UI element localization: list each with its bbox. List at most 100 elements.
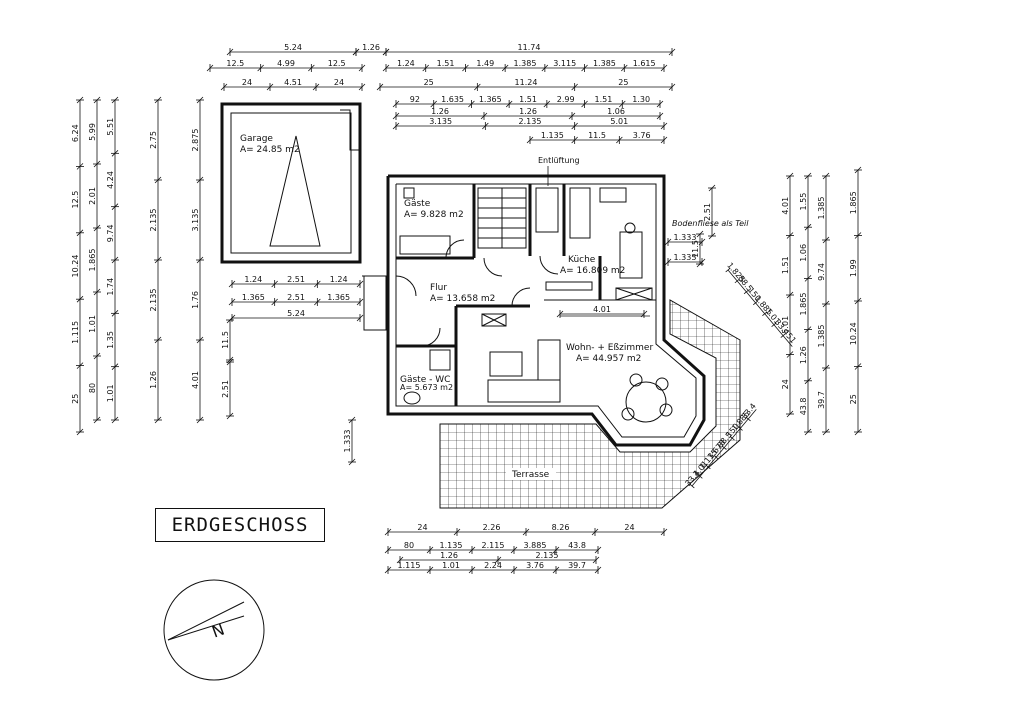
dim-right-label: 1.865 (849, 191, 858, 214)
dim-top-label: 1.635 (441, 95, 464, 104)
living-furniture (487, 315, 673, 423)
dim-right-label: 1.99 (849, 259, 858, 277)
dim-left-label: 2.875 (191, 129, 200, 152)
dim-tick (721, 445, 727, 450)
vent-label: Entlüftung (538, 156, 580, 165)
dim-top-label: 3.76 (633, 131, 651, 140)
dim-bottom-label: 8.26 (552, 523, 570, 532)
dim-right-label: 10.24 (849, 322, 858, 345)
dim-kitchen-label: 1.333 (674, 233, 697, 242)
dim-tick (743, 289, 749, 295)
dim-line (727, 269, 793, 347)
dim-bottom-label: 2.115 (482, 541, 505, 550)
dim-top-label: 12.5 (328, 59, 346, 68)
dim-right-label: 24 (781, 379, 790, 389)
dim-left-label: 6.24 (71, 124, 80, 142)
drawing-title: ERDGESCHOSS (155, 508, 325, 542)
dim-top-label: 5.24 (284, 43, 302, 52)
dim-tick (752, 300, 759, 306)
dim-top-label: 11.74 (518, 43, 541, 52)
dim-tick (780, 333, 786, 338)
dim-right-label: 1.55 (799, 193, 808, 211)
dim-right-label: 1.26 (799, 346, 808, 364)
dim-left-label: 5.99 (88, 123, 97, 141)
dim-bottom-label: 2.26 (483, 523, 501, 532)
dim-tick (725, 267, 731, 273)
dim-top-label: 1.385 (514, 59, 537, 68)
dim-right-label: 1.385 (817, 197, 826, 220)
dim-left-label: 2.01 (88, 187, 97, 205)
room-area: A= 16.809 m2 (560, 266, 625, 276)
handwritten-note: Bodenfliese als Teil (672, 219, 749, 228)
dim-top-label: 1.365 (479, 95, 502, 104)
dim-garage-label: 2.51 (287, 293, 305, 302)
room-name: Garage (240, 134, 273, 144)
dim-bottom-label: 43.8 (568, 541, 586, 550)
dim-bottom-label: 1.135 (440, 541, 463, 550)
house-outline (362, 174, 706, 447)
dim-right-label: 1.865 (799, 293, 808, 316)
dim-right-label: 39.7 (817, 391, 826, 409)
dim-right-label: 4.01 (781, 197, 790, 215)
dim-top-label: 1.26 (519, 107, 537, 116)
dim-kitchen-label: 4.01 (593, 305, 611, 314)
dim-top-label: 11.24 (515, 78, 538, 87)
kitchen-fittings (535, 187, 653, 301)
dim-garage-label: 2.51 (287, 275, 305, 284)
room-area: A= 5.673 m2 (400, 383, 453, 392)
dim-top-label: 1.135 (541, 131, 564, 140)
room-name: Gäste - WC (400, 375, 450, 385)
dim-top-label: 3.115 (553, 59, 576, 68)
dim-right-label: 5.01 (781, 316, 790, 334)
dim-top-label: 1.49 (476, 59, 494, 68)
dim-bottom-label: 1.26 (440, 551, 458, 560)
dim-right-label: 9.74 (817, 263, 826, 281)
dim-left-label: 10.24 (71, 255, 80, 278)
terrace-tiles (439, 299, 741, 509)
dim-left-label: 1.865 (88, 249, 97, 272)
terrace-label-bg (506, 468, 556, 480)
dim-diagonal-label: 33.4 (740, 402, 758, 421)
dim-tick (745, 416, 751, 422)
room-name: Küche (568, 255, 596, 265)
dim-top-label: 24 (242, 78, 252, 87)
dim-left-label: 1.01 (88, 315, 97, 333)
dim-top-label: 1.385 (593, 59, 616, 68)
dim-right-label: 1.51 (781, 256, 790, 274)
dim-bottom-label: 3.76 (526, 561, 544, 570)
dim-bottom-label: 1.01 (442, 561, 460, 570)
dim-bottom-label: 1.115 (398, 561, 421, 570)
dim-left-label: 1.35 (106, 331, 115, 349)
dim-top-label: 2.99 (557, 95, 575, 104)
dim-top-label: 1.26 (431, 107, 449, 116)
dim-left-label: 1.74 (106, 278, 115, 296)
dim-left-label: 5.51 (106, 118, 115, 136)
dim-top-label: 4.99 (277, 59, 295, 68)
dim-left-label: 4.01 (191, 371, 200, 389)
door-swings (395, 239, 559, 347)
room-area: A= 44.957 m2 (576, 354, 641, 364)
dim-left-label: 2.75 (149, 131, 158, 149)
dim-top-label: 3.135 (429, 117, 452, 126)
dim-left-label: 2.135 (149, 209, 158, 232)
dim-kitchen-label: 11.5 (691, 240, 700, 258)
room-area: A= 24.85 m2 (240, 145, 300, 155)
dim-bottom-label: 24 (624, 523, 634, 532)
dim-tick (737, 426, 743, 431)
dim-left-label: 3.135 (191, 209, 200, 232)
dim-top-label: 24 (334, 78, 344, 87)
dim-top-label: 12.5 (226, 59, 244, 68)
dim-kitchen-label: 2.51 (703, 203, 712, 221)
dim-top-label: 5.01 (610, 117, 628, 126)
dim-top-label: 1.51 (437, 59, 455, 68)
dim-left-label: 12.5 (71, 191, 80, 209)
dim-top-label: 1.615 (633, 59, 656, 68)
dim-left-label: 2.135 (149, 289, 158, 312)
dim-top-label: 4.51 (284, 78, 302, 87)
dim-garage-label: 11.5 (221, 331, 230, 349)
dim-tick (762, 311, 768, 317)
dim-top-label: 1.51 (519, 95, 537, 104)
north-label: N (209, 620, 227, 642)
north-arrow: N (163, 579, 265, 681)
